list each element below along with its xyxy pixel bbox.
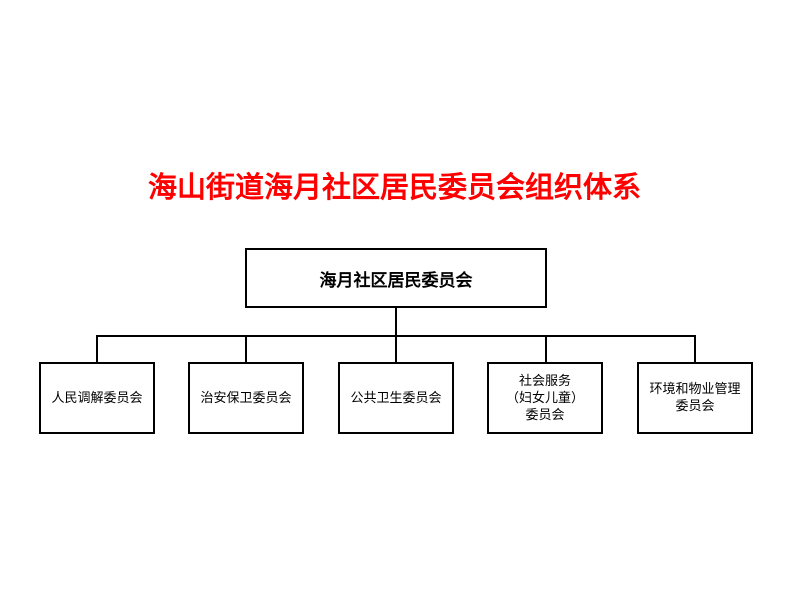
node-label: 公共卫生委员会 bbox=[350, 390, 442, 406]
child-node-environment: 环境和物业管理 委员会 bbox=[637, 362, 753, 434]
node-label: 委员会 bbox=[675, 399, 715, 414]
node-label: 社会服务 bbox=[518, 373, 571, 389]
connector-child-3 bbox=[395, 335, 397, 363]
node-label: 人民调解委员会 bbox=[51, 390, 143, 406]
node-label: 委员会 bbox=[525, 407, 565, 423]
connector-child-5 bbox=[694, 335, 696, 363]
child-node-mediation: 人民调解委员会 bbox=[39, 362, 155, 434]
child-node-public-health: 公共卫生委员会 bbox=[338, 362, 454, 434]
connector-child-1 bbox=[96, 335, 98, 363]
connector-root-stem bbox=[395, 306, 397, 336]
child-node-security: 治安保卫委员会 bbox=[188, 362, 304, 434]
child-node-social-service: 社会服务 （妇女儿童） 委员会 bbox=[487, 362, 603, 434]
connector-child-4 bbox=[545, 335, 547, 363]
diagram-title: 海山街道海月社区居民委员会组织体系 bbox=[147, 170, 641, 204]
connector-child-2 bbox=[245, 335, 247, 363]
node-label: 治安保卫委员会 bbox=[200, 390, 292, 406]
node-label: 环境和物业管理 bbox=[649, 382, 741, 397]
node-label: （妇女儿童） bbox=[505, 390, 584, 406]
root-node: 海月社区居民委员会 bbox=[245, 248, 547, 308]
